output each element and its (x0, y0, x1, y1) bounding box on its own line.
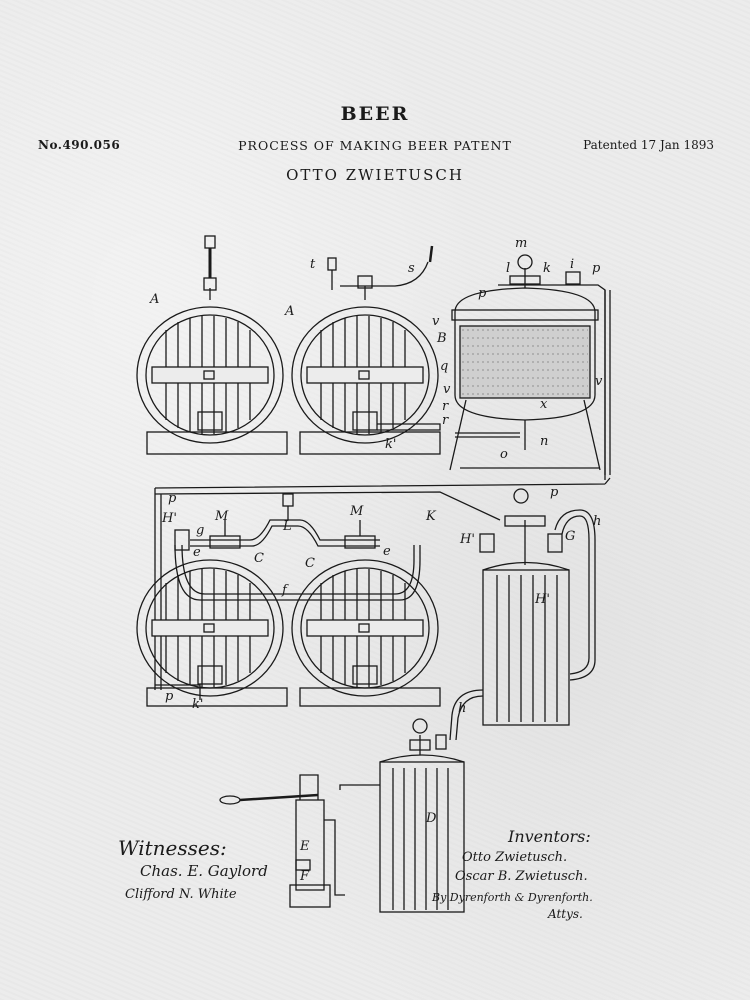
label-n: n (540, 434, 548, 449)
label-d: D (425, 811, 437, 826)
witness-2-signature: Clifford N. White (125, 887, 237, 902)
attys-label: Attys. (547, 907, 583, 921)
label-v-2: v (443, 382, 451, 397)
label-e-pump: E (299, 839, 310, 854)
top-barrel-right (291, 245, 441, 455)
label-l-cap: L (282, 519, 292, 534)
label-k-cap: K (425, 509, 437, 524)
label-p-mid: p (168, 491, 177, 506)
patent-number: No.490.056 (38, 138, 121, 152)
label-b: B (436, 331, 447, 346)
label-h-right: h (593, 514, 601, 529)
label-q: q (440, 359, 448, 374)
label-a-left: A (149, 292, 159, 307)
witness-1-signature: Chas. E. Gaylord (140, 862, 268, 880)
label-r-1: r (442, 399, 449, 414)
attorneys-signature: By Dyrenforth & Dyrenforth. (431, 891, 593, 904)
label-t: t (310, 257, 316, 272)
connecting-pipe (154, 477, 611, 690)
label-m: m (515, 236, 527, 251)
inventor-2-signature: Oscar B. Zwietusch. (455, 869, 588, 884)
inventors-label: Inventors: (507, 827, 591, 846)
witnesses-label: Witnesses: (118, 836, 227, 860)
middle-barrel-left (136, 559, 288, 707)
label-s: s (408, 261, 415, 276)
label-k-prime-top: k' (385, 437, 396, 452)
label-r-2: r (442, 413, 449, 428)
inventor-1-signature: Otto Zwietusch. (462, 850, 567, 865)
label-h-prime-left: H' (161, 511, 177, 526)
label-p-bottom: p (165, 689, 174, 704)
label-e-left: e (193, 545, 201, 560)
label-p-mid-right: p (550, 485, 559, 500)
middle-cylinder (449, 488, 596, 741)
label-v-1: v (432, 314, 440, 329)
label-g-cap: G (565, 529, 575, 544)
top-barrel-left (136, 235, 288, 455)
label-f-pump: F (299, 869, 310, 884)
label-i: i (570, 257, 574, 272)
label-h-prime-right: H' (459, 532, 475, 547)
middle-barrel-right (291, 559, 441, 707)
label-l: l (506, 261, 510, 276)
page-title: BEER (340, 103, 410, 125)
label-g: g (196, 523, 204, 538)
inventor-name: OTTO ZWIETUSCH (286, 166, 464, 184)
label-m-right: M (349, 504, 364, 519)
label-k: k (543, 261, 551, 276)
label-c-right: C (305, 556, 315, 571)
bottom-pump (219, 774, 380, 908)
label-p-top: p (592, 261, 601, 276)
label-p-boiler: p (478, 286, 487, 301)
label-h-lower: h (458, 701, 466, 716)
label-o: o (500, 447, 508, 462)
patent-date: Patented 17 Jan 1893 (583, 138, 714, 152)
label-v-3: v (595, 374, 603, 389)
patent-subtitle: PROCESS OF MAKING BEER PATENT (238, 138, 512, 153)
label-a-right: A (284, 304, 294, 319)
label-m-left: M (214, 509, 229, 524)
label-h-prime-cyl: H' (534, 592, 550, 607)
label-e-right: e (383, 544, 391, 559)
bottom-cylinder-d (379, 718, 465, 913)
middle-piping (155, 493, 421, 700)
label-c-left: C (254, 551, 264, 566)
label-x: x (540, 397, 548, 412)
top-boiler (449, 254, 611, 480)
label-k-prime-bottom: k' (192, 697, 203, 712)
label-f: f (281, 583, 289, 598)
